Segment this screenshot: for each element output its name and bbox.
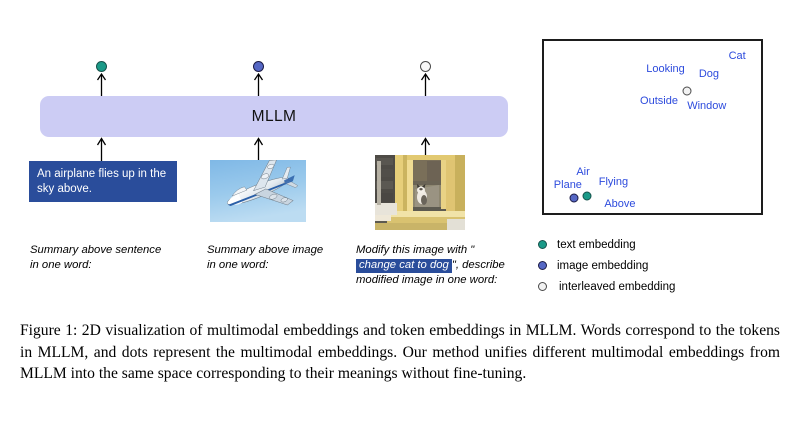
cat-silhouette bbox=[417, 184, 427, 205]
caption-interleaved-line3: modified image in one word: bbox=[356, 274, 498, 286]
arrow-mllm-to-image-embedding bbox=[253, 72, 264, 98]
legend-label-text-embedding: text embedding bbox=[557, 238, 636, 251]
figure-caption: Figure 1: 2D visualization of multimodal… bbox=[20, 322, 780, 382]
legend-dot-text-embedding bbox=[538, 240, 547, 249]
caption-text-input-line2: in one word: bbox=[30, 258, 92, 271]
token-label: Cat bbox=[728, 50, 746, 63]
legend-dot-image-embedding bbox=[538, 261, 547, 270]
arrow-mllm-to-interleaved-embedding bbox=[420, 72, 431, 98]
token-label: Dog bbox=[698, 67, 719, 80]
airplane-photo bbox=[210, 160, 306, 222]
token-label: Window bbox=[687, 100, 727, 113]
arrow-text-input-to-mllm bbox=[96, 137, 107, 162]
arrow-image-input-to-mllm bbox=[253, 137, 264, 162]
token-label: Plane bbox=[553, 179, 582, 192]
scatter-point bbox=[682, 86, 692, 96]
caption-interleaved-input: Modify this image with " change cat to d… bbox=[356, 243, 541, 288]
token-label: Outside bbox=[640, 95, 678, 108]
caption-text-input-line1: Summary above sentence bbox=[30, 244, 162, 256]
mllm-box: MLLM bbox=[40, 96, 508, 137]
token-label: Air bbox=[576, 165, 590, 178]
airplane-photo-graphic bbox=[210, 160, 306, 222]
token-label: Flying bbox=[598, 176, 629, 189]
caption-interleaved-middle: ", describe bbox=[451, 258, 505, 271]
scatter-point bbox=[582, 191, 592, 201]
caption-interleaved-highlight: change cat to dog bbox=[356, 258, 452, 273]
caption-text-input: Summary above sentence in one word: bbox=[30, 243, 205, 272]
legend-item-image-embedding: image embedding bbox=[538, 255, 675, 276]
output-dot-interleaved-embedding bbox=[420, 61, 431, 72]
caption-image-input-line1: Summary above image bbox=[207, 244, 324, 256]
arrow-mllm-to-text-embedding bbox=[96, 72, 107, 98]
output-dot-image-embedding bbox=[253, 61, 264, 72]
legend-label-interleaved-embedding: interleaved embedding bbox=[559, 280, 676, 293]
cat-in-window-photo-graphic bbox=[375, 155, 465, 230]
mllm-box-label: MLLM bbox=[251, 107, 297, 125]
scatter-point bbox=[569, 193, 579, 203]
legend-label-image-embedding: image embedding bbox=[557, 259, 649, 272]
legend-item-text-embedding: text embedding bbox=[538, 234, 675, 255]
token-label: Looking bbox=[646, 62, 685, 75]
caption-interleaved-line2: change cat to dog", describe bbox=[356, 258, 541, 273]
cat-in-window-photo bbox=[375, 155, 465, 230]
token-label: Above bbox=[604, 198, 636, 211]
legend-item-interleaved-embedding: interleaved embedding bbox=[538, 276, 675, 297]
caption-image-input-line2: in one word: bbox=[207, 258, 269, 271]
caption-image-input: Summary above image in one word: bbox=[207, 243, 382, 272]
embedding-legend: text embedding image embedding interleav… bbox=[538, 234, 675, 297]
text-input-sentence-value: An airplane flies up in the sky above. bbox=[37, 168, 167, 195]
output-dot-text-embedding bbox=[96, 61, 107, 72]
text-input-sentence: An airplane flies up in the sky above. bbox=[29, 161, 177, 202]
legend-dot-interleaved-embedding bbox=[538, 282, 547, 291]
caption-interleaved-line1: Modify this image with " bbox=[356, 244, 475, 256]
